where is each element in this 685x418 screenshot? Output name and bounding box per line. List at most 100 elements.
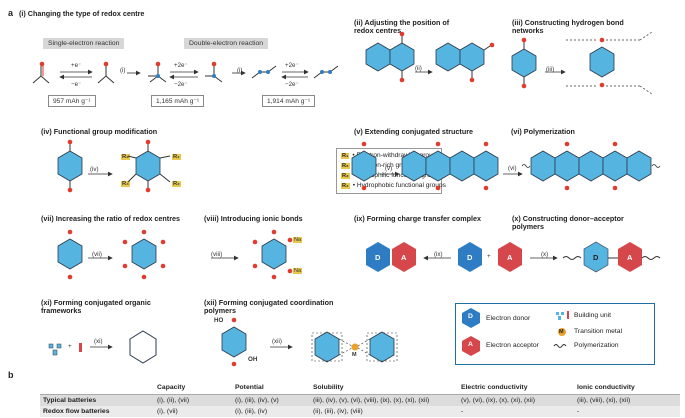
donor-plus-acceptor — [458, 242, 522, 272]
d1-top: +2e⁻ — [174, 62, 188, 69]
d-letter: D — [375, 253, 381, 262]
table-header-row: Capacity Potential Solubility Electric c… — [40, 381, 680, 395]
azo-molecule — [251, 65, 277, 79]
naphthoquinone-1 — [365, 31, 415, 83]
title-vii: (vii) Increasing the ratio of redox cent… — [41, 214, 180, 223]
single-electron-label: Single-electron reaction — [43, 38, 125, 49]
legend-m-letter: M — [559, 329, 564, 335]
table-cell: (iii), (viii), (xi), (xii) — [574, 394, 680, 406]
step-x: (x) — [541, 251, 549, 258]
double-electron-label: Double-electron reaction — [184, 38, 269, 49]
plus-xi: + — [68, 343, 72, 350]
benzoquinone-vii — [57, 229, 83, 280]
polymer-vi — [521, 141, 661, 191]
pentacenequinone — [401, 141, 499, 191]
table-row: Redox flow batteries (i), (vii) (i), (ii… — [40, 406, 680, 417]
table-header — [40, 381, 154, 395]
a-letter: A — [507, 253, 513, 262]
table-cell: (v), (vi), (ix), (x), (xi), (xii) — [458, 394, 574, 406]
row-header: Redox flow batteries — [40, 406, 154, 417]
double-arrow-3 — [281, 69, 309, 80]
table-row: Typical batteries (i), (ii), (vii) (i), … — [40, 394, 680, 406]
oh-label: OH — [248, 356, 258, 363]
panel-a-letter: a — [8, 8, 14, 18]
comparison-table: Capacity Potential Solubility Electric c… — [40, 381, 680, 417]
group-row: R₂• Electron-rich groups — [341, 162, 416, 169]
legend-polymerization: Polymerization — [574, 342, 619, 349]
legend-box: D A M Electron donor Electron acceptor B… — [455, 303, 655, 365]
hydrogen-bonded-network — [566, 31, 653, 95]
title-ii: (ii) Adjusting the position of redox cen… — [354, 18, 450, 36]
row-header: Typical batteries — [40, 394, 154, 406]
title-v: (v) Extending conjugated structure — [354, 127, 474, 136]
step-ix: (ix) — [434, 251, 443, 258]
nitroxide-molecule — [148, 61, 167, 83]
d1-bot: −2e⁻ — [174, 81, 188, 88]
table-header: Capacity — [154, 381, 232, 395]
d2-bot: −2e⁻ — [285, 81, 299, 88]
step-xii: (xii) — [272, 338, 282, 345]
table-header: Ionic conductivity — [574, 381, 680, 395]
capacity-1165: 1,165 mAh g⁻¹ — [151, 95, 205, 107]
s1-bot: −e⁻ — [71, 81, 82, 88]
step-vi: (vi) — [508, 165, 517, 172]
double-arrow-1 — [59, 69, 93, 80]
na-label-2: Na — [293, 268, 303, 274]
legend-electron-donor: Electron donor — [486, 315, 531, 322]
table-cell: - — [458, 406, 574, 417]
table-cell: (i), (iii), (iv) — [232, 406, 310, 417]
r2-label: R₂ — [172, 181, 181, 187]
legend-transition-metal: Transition metal — [574, 328, 623, 335]
step-i-a: (i) — [120, 67, 126, 74]
a-letter: A — [401, 253, 407, 262]
table-header: Solubility — [310, 381, 458, 395]
r3-label: R₃ — [121, 154, 130, 160]
dihydroxy-quinone — [221, 317, 247, 367]
step-iv: (iv) — [90, 166, 99, 173]
step-v: (v) — [385, 165, 393, 172]
plus-ix: + — [487, 253, 491, 260]
coordination-polymer — [311, 331, 398, 363]
title-xii: (xii) Forming conjugated coordination po… — [204, 298, 334, 316]
benzoquinone-iii — [511, 37, 537, 89]
panel-b-letter: b — [8, 370, 14, 380]
legend-a-letter: A — [468, 341, 473, 348]
step-xi: (xi) — [94, 338, 103, 345]
double-arrow-2 — [169, 69, 199, 80]
capacity-957: 957 mAh g⁻¹ — [48, 95, 96, 107]
charge-transfer-complex — [366, 242, 416, 272]
hydrazine-molecule — [313, 65, 339, 79]
step-iii: (iii) — [546, 66, 555, 73]
capacity-1914: 1,914 mAh g⁻¹ — [262, 95, 316, 107]
table-header: Electric conductivity — [458, 381, 574, 395]
linker-icon — [79, 343, 82, 352]
step-viii: (viii) — [211, 251, 223, 258]
alkoxide-radical — [97, 61, 115, 84]
step-ii: (ii) — [415, 65, 422, 72]
donor-acceptor-polymer — [562, 241, 661, 273]
table-cell: (i), (ii), (vii) — [154, 394, 232, 406]
legend-d-letter: D — [468, 313, 473, 320]
a-letter: A — [627, 253, 633, 262]
acetone-molecule — [32, 61, 50, 84]
title-vi: (vi) Polymerization — [511, 127, 575, 136]
step-i-b: (i) — [237, 67, 243, 74]
d-letter: D — [467, 253, 473, 262]
d-letter: D — [593, 253, 599, 262]
d2-top: +2e⁻ — [285, 62, 299, 69]
title-ix: (ix) Forming charge transfer complex — [354, 214, 482, 223]
naphthoquinone-2 — [435, 42, 495, 83]
title-iv: (iv) Functional group modification — [41, 127, 158, 136]
title-xi: (xi) Forming conjugated organic framewor… — [41, 298, 151, 316]
substituted-quinone — [127, 139, 171, 193]
table-header: Potential — [232, 381, 310, 395]
title-viii: (viii) Introducing ionic bonds — [204, 214, 303, 223]
benzoquinone-iv — [57, 139, 83, 193]
table-cell: (ii), (iii), (iv), (viii) — [310, 406, 458, 417]
legend-building-unit: Building unit — [574, 312, 612, 319]
oxoammonium-molecule — [205, 61, 223, 83]
title-iii: (iii) Constructing hydrogen bond network… — [512, 18, 624, 36]
cof-ring — [129, 330, 157, 364]
metal-label: M — [352, 352, 357, 358]
